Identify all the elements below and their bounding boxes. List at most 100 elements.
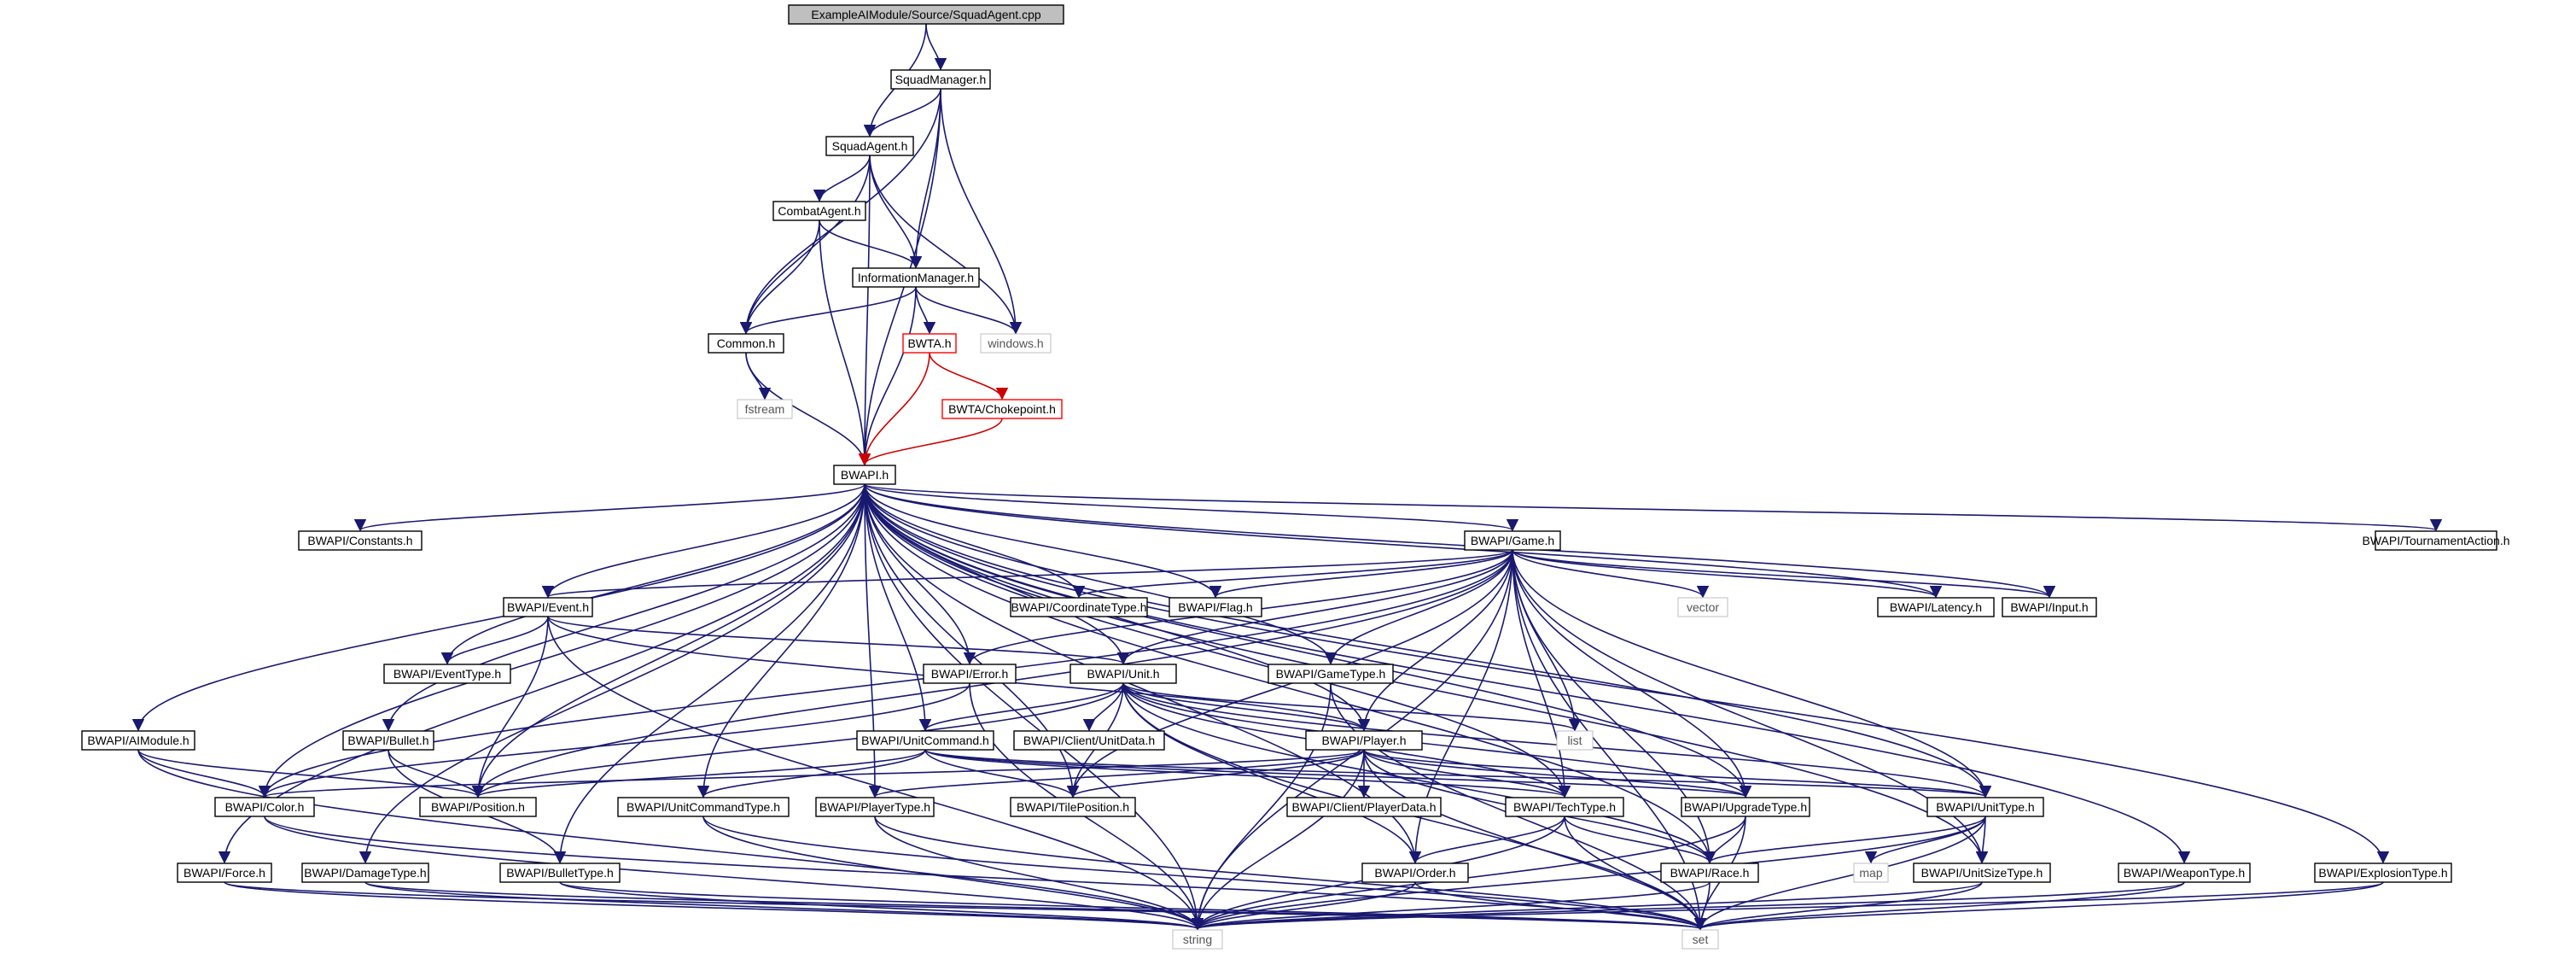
node-chokepoint[interactable]: BWTA/Chokepoint.h	[941, 399, 1063, 419]
edge-unitcommandtype-to-string	[702, 816, 1204, 931]
node-event[interactable]: BWAPI/Event.h	[503, 597, 593, 617]
node-root[interactable]: ExampleAIModule/Source/SquadAgent.cpp	[788, 4, 1064, 25]
edge-event-to-position	[471, 616, 549, 798]
node-aimodule[interactable]: BWAPI/AIModule.h	[81, 730, 195, 751]
node-unit[interactable]: BWAPI/Unit.h	[1069, 664, 1177, 684]
node-gametype[interactable]: BWAPI/GameType.h	[1268, 664, 1394, 684]
node-coordtype[interactable]: BWAPI/CoordinateType.h	[1010, 597, 1148, 617]
edge-squadmanager-to-bwapi	[858, 88, 941, 466]
edge-squadagent-to-bwapi	[858, 155, 871, 466]
node-unittype[interactable]: BWAPI/UnitType.h	[1926, 797, 2044, 817]
node-tournament[interactable]: BWAPI/TournamentAction.h	[2362, 530, 2510, 551]
node-unitsizetype[interactable]: BWAPI/UnitSizeType.h	[1913, 863, 2051, 883]
edge-game-to-gametype	[1324, 549, 1513, 665]
node-label-player: BWAPI/Player.h	[1321, 734, 1406, 747]
node-explosiontype[interactable]: BWAPI/ExplosionType.h	[2314, 863, 2452, 883]
node-common[interactable]: Common.h	[708, 333, 784, 354]
edge-infomanager-to-common	[739, 286, 917, 335]
node-techtype[interactable]: BWAPI/TechType.h	[1505, 797, 1624, 817]
node-combatagent[interactable]: CombatAgent.h	[772, 201, 866, 221]
node-box-vector	[1677, 597, 1728, 617]
node-error[interactable]: BWAPI/Error.h	[923, 664, 1017, 684]
node-label-position: BWAPI/Position.h	[431, 800, 525, 814]
node-position[interactable]: BWAPI/Position.h	[419, 797, 537, 817]
edge-bullettype-to-string	[559, 881, 1203, 931]
node-flag[interactable]: BWAPI/Flag.h	[1169, 597, 1262, 617]
node-box-position	[419, 797, 537, 817]
edge-squadmanager-to-windows	[940, 88, 1023, 335]
node-tileposition[interactable]: BWAPI/TilePosition.h	[1010, 797, 1136, 817]
node-label-squadmanager: SquadManager.h	[895, 73, 987, 86]
node-label-chokepoint: BWTA/Chokepoint.h	[948, 402, 1056, 416]
node-box-race	[1660, 863, 1759, 883]
node-playertype[interactable]: BWAPI/PlayerType.h	[815, 797, 935, 817]
node-bwta[interactable]: BWTA.h	[902, 333, 957, 354]
node-squadagent[interactable]: SquadAgent.h	[825, 136, 914, 156]
edge-infomanager-to-bwta	[915, 286, 936, 335]
node-box-error	[923, 664, 1017, 684]
node-constants[interactable]: BWAPI/Constants.h	[298, 530, 423, 551]
edge-error-to-color	[259, 682, 970, 798]
node-race[interactable]: BWAPI/Race.h	[1660, 863, 1759, 883]
node-unitcommand[interactable]: BWAPI/UnitCommand.h	[856, 730, 994, 751]
node-clientunitdata[interactable]: BWAPI/Client/UnitData.h	[1013, 730, 1165, 751]
node-label-force: BWAPI/Force.h	[184, 866, 265, 880]
node-eventtype[interactable]: BWAPI/EventType.h	[383, 664, 511, 684]
node-box-color	[214, 797, 315, 817]
node-box-list	[1556, 730, 1594, 751]
node-label-race: BWAPI/Race.h	[1670, 866, 1750, 880]
node-squadmanager[interactable]: SquadManager.h	[890, 69, 991, 90]
node-damagetype[interactable]: BWAPI/DamageType.h	[301, 863, 429, 883]
edge-bwapi-to-playertype	[864, 483, 882, 798]
edge-game-to-unitsizetype	[1512, 549, 1989, 864]
edge-squadagent-to-combatagent	[813, 155, 871, 202]
node-label-damagetype: BWAPI/DamageType.h	[304, 866, 426, 880]
node-box-squadagent	[825, 136, 914, 156]
node-box-playertype	[815, 797, 935, 817]
node-unitcommandtype[interactable]: BWAPI/UnitCommandType.h	[617, 797, 790, 817]
node-order[interactable]: BWAPI/Order.h	[1361, 863, 1469, 883]
node-upgradetype[interactable]: BWAPI/UpgradeType.h	[1681, 797, 1810, 817]
edge-unit-to-clientunitdata	[1082, 682, 1124, 732]
edge-unitcommand-to-upgradetype	[924, 749, 1751, 798]
node-bullet[interactable]: BWAPI/Bullet.h	[342, 730, 434, 751]
node-box-weapontype	[2118, 863, 2251, 883]
edge-root-to-squadmanager	[925, 23, 947, 71]
node-input[interactable]: BWAPI/Input.h	[2002, 597, 2097, 617]
edge-bwapi-to-event	[541, 483, 865, 599]
edge-unit-to-unitcommand	[918, 682, 1124, 732]
node-box-set	[1681, 929, 1719, 950]
node-layer: ExampleAIModule/Source/SquadAgent.cppSqu…	[81, 4, 2510, 950]
edge-bwapi-to-string	[864, 483, 1204, 931]
node-game[interactable]: BWAPI/Game.h	[1464, 530, 1561, 551]
node-box-map	[1853, 863, 1889, 883]
node-box-clientunitdata	[1013, 730, 1165, 751]
edge-unittype-to-unitsizetype	[1975, 816, 1989, 864]
edge-bwapi-to-unitcommandtype	[696, 483, 865, 798]
node-box-windows	[980, 333, 1052, 354]
node-box-techtype	[1505, 797, 1624, 817]
node-clientplayerdata[interactable]: BWAPI/Client/PlayerData.h	[1286, 797, 1442, 817]
node-box-combatagent	[772, 201, 866, 221]
node-infomanager[interactable]: InformationManager.h	[852, 267, 980, 288]
node-bullettype[interactable]: BWAPI/BulletType.h	[499, 863, 621, 883]
edge-game-to-race	[1512, 549, 1716, 864]
node-color[interactable]: BWAPI/Color.h	[214, 797, 315, 817]
node-box-player	[1305, 730, 1423, 751]
node-label-bwta: BWTA.h	[907, 336, 951, 350]
edge-game-to-event	[542, 549, 1513, 599]
node-label-constants: BWAPI/Constants.h	[307, 534, 412, 547]
edge-bwapi-to-unittype	[864, 483, 1992, 798]
node-label-vector: vector	[1687, 600, 1719, 614]
node-weapontype[interactable]: BWAPI/WeaponType.h	[2118, 863, 2251, 883]
node-fstream: fstream	[737, 399, 793, 419]
node-label-coordtype: BWAPI/CoordinateType.h	[1011, 600, 1146, 614]
edge-combatagent-to-common	[739, 219, 820, 335]
node-player[interactable]: BWAPI/Player.h	[1305, 730, 1423, 751]
node-force[interactable]: BWAPI/Force.h	[177, 863, 272, 883]
node-bwapi[interactable]: BWAPI.h	[833, 465, 896, 485]
node-latency[interactable]: BWAPI/Latency.h	[1877, 597, 1995, 617]
node-label-input: BWAPI/Input.h	[2010, 600, 2088, 614]
edge-weapontype-to-string	[1192, 881, 2185, 931]
